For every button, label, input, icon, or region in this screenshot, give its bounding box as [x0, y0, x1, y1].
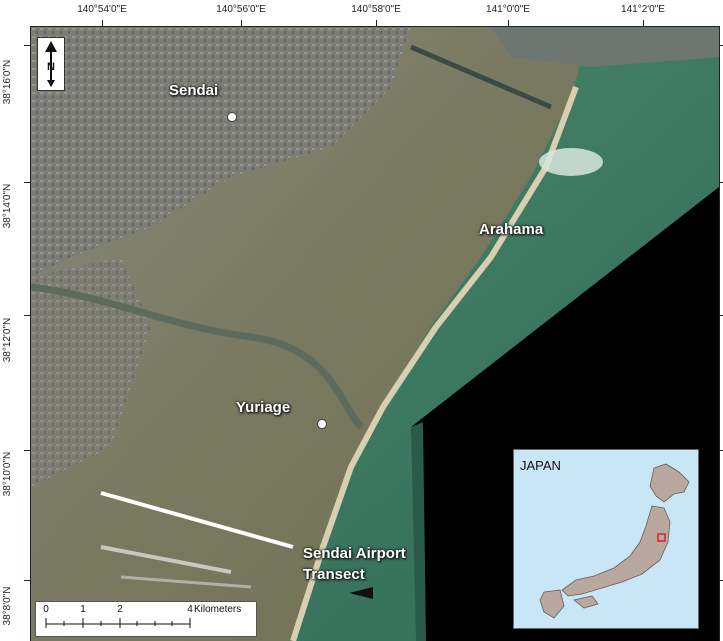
transect-label-line2: Transect: [303, 566, 365, 583]
longitude-label: 140°58'0"E: [351, 4, 401, 15]
longitude-label: 140°56'0"E: [216, 4, 266, 15]
longitude-label: 141°0'0"E: [486, 4, 530, 15]
latitude-label: 38°10'0"N: [2, 451, 13, 497]
river: [31, 283, 364, 430]
arrow-marker: [349, 587, 373, 599]
longitude-label: 141°2'0"E: [621, 4, 665, 15]
airport-runway: [100, 545, 232, 574]
right-edge-tick: [718, 315, 723, 316]
scale-bar: 0 1 2 4 Kilometers: [35, 601, 257, 637]
transect-line: [100, 491, 294, 549]
latitude-tick: [24, 580, 30, 581]
place-label-arahama: Arahama: [479, 221, 544, 238]
longitude-tick: [508, 20, 509, 26]
north-arrow: N: [37, 37, 65, 91]
latitude-label: 38°16'0"N: [2, 59, 13, 105]
longitude-tick: [241, 20, 242, 26]
place-label-yuriage: Yuriage: [236, 399, 291, 416]
japan-inset-map: JAPAN: [513, 449, 699, 629]
map-imagery: [31, 27, 719, 641]
right-edge-tick: [718, 182, 723, 183]
inset-title: JAPAN: [520, 458, 561, 473]
longitude-tick: [102, 20, 103, 26]
coastline-beach: [290, 85, 579, 641]
longitude-tick: [643, 20, 644, 26]
right-edge-tick: [718, 580, 723, 581]
right-edge-tick: [718, 45, 723, 46]
scale-tick-label: 0: [43, 604, 49, 615]
urban-area: [31, 27, 411, 277]
scale-tick-label: 2: [117, 604, 123, 615]
yuriage-marker: [317, 419, 327, 429]
latitude-label: 38°12'0"N: [2, 317, 13, 363]
right-edge-tick: [718, 450, 723, 451]
cloud: [539, 148, 603, 176]
longitude-label: 140°54'0"E: [77, 4, 127, 15]
study-area-highlight: [657, 533, 666, 542]
scale-tick-label: 1: [80, 604, 86, 615]
scale-units: Kilometers: [194, 604, 242, 615]
north-letter: N: [47, 61, 55, 73]
latitude-tick: [24, 315, 30, 316]
longitude-tick: [376, 20, 377, 26]
satellite-map[interactable]: Sendai Arahama Yuriage Sendai Airport Tr…: [30, 26, 720, 641]
sendai-marker: [227, 112, 237, 122]
scale-bar-graphic: [45, 618, 191, 628]
scale-tick-label: 4: [187, 604, 193, 615]
place-label-sendai: Sendai: [169, 82, 219, 99]
japan-outline: [539, 463, 690, 619]
north-arrow-icon: N: [45, 41, 57, 87]
latitude-tick: [24, 450, 30, 451]
latitude-tick: [24, 182, 30, 183]
latitude-label: 38°14'0"N: [2, 183, 13, 229]
transect-label-line1: Sendai Airport: [303, 545, 406, 562]
latitude-label: 38°8'0"N: [2, 586, 13, 626]
latitude-tick: [24, 45, 30, 46]
